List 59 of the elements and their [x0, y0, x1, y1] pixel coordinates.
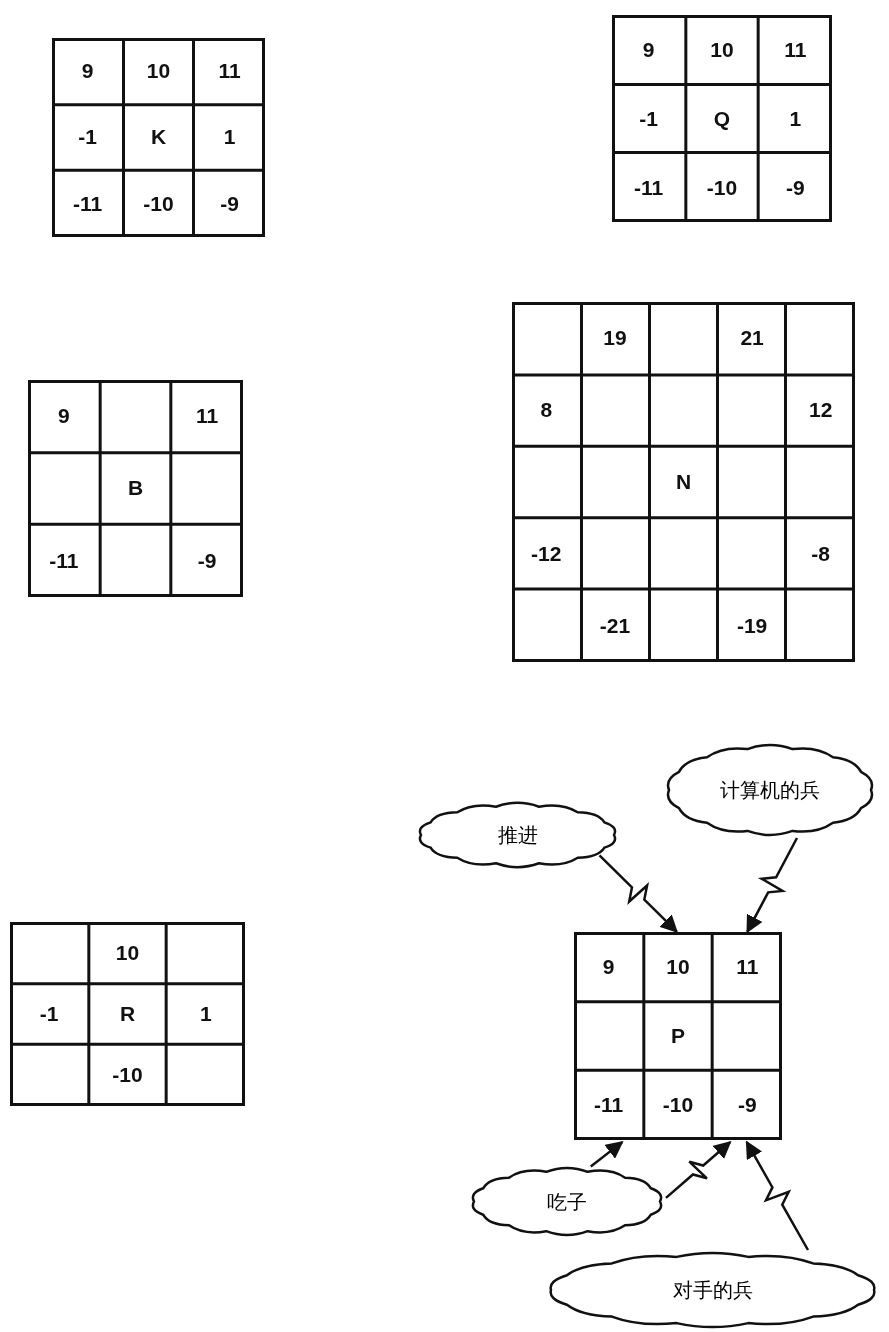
grid-entry: 9 [56, 42, 119, 101]
grid-entry: 1 [198, 108, 261, 167]
grid-entry: -10 [689, 157, 755, 218]
grid-entry: -11 [578, 1074, 640, 1136]
grid-entry: B [103, 456, 168, 521]
grid-entry: -11 [32, 528, 96, 593]
grid-entry: 10 [92, 926, 163, 980]
grid-entry: -1 [616, 88, 682, 149]
callout-text: 计算机的兵 [719, 776, 821, 804]
grid-entry: 9 [578, 936, 640, 998]
grid-entry: -19 [721, 594, 783, 658]
grid-entry: 11 [716, 936, 778, 998]
grid-entry: 8 [516, 378, 577, 442]
grid-entry: P [647, 1005, 709, 1067]
grid-entry: 11 [762, 19, 828, 80]
grid-table [52, 38, 265, 237]
grid-entry: -10 [127, 174, 190, 233]
grid-entry: 10 [689, 19, 755, 80]
grid-entry: K [127, 108, 190, 167]
grid-table [574, 932, 782, 1140]
arrow [745, 1140, 810, 1251]
grid-table [512, 302, 855, 662]
grid-entry: 21 [721, 306, 783, 370]
grid-entry: -9 [716, 1074, 778, 1136]
grid-entry: -1 [14, 987, 85, 1041]
grid-entry: -9 [175, 528, 239, 593]
grid-entry: 11 [198, 42, 261, 101]
callout-text: 吃子 [546, 1188, 588, 1215]
grid-entry: 11 [175, 384, 239, 449]
callout-text: 对手的兵 [671, 1276, 754, 1304]
grid-entry: -10 [92, 1048, 163, 1102]
grid-entry: Q [689, 88, 755, 149]
grid-entry: 12 [790, 378, 851, 442]
grid-entry: -11 [616, 157, 682, 218]
grid-entry: R [92, 987, 163, 1041]
grid-entry: -12 [516, 522, 577, 586]
grid-entry: -1 [56, 108, 119, 167]
grid-entry: 1 [762, 88, 828, 149]
arrow [746, 837, 799, 934]
grid-entry: -9 [762, 157, 828, 218]
grid-table [612, 15, 832, 222]
callout-text: 推进 [496, 821, 539, 849]
arrow [665, 1140, 732, 1199]
grid-entry: -9 [198, 174, 261, 233]
grid-entry: 1 [170, 987, 241, 1041]
grid-entry: -21 [584, 594, 646, 658]
grid-table [10, 922, 245, 1106]
grid-entry: 10 [647, 936, 709, 998]
grid-entry: -10 [647, 1074, 709, 1136]
grid-table [28, 380, 243, 597]
grid-entry: N [653, 450, 714, 514]
grid-entry: 10 [127, 42, 190, 101]
grid-entry: -8 [790, 522, 851, 586]
arrow [590, 1141, 624, 1168]
grid-entry: 19 [584, 306, 646, 370]
grid-entry: -11 [56, 174, 119, 233]
grid-entry: 9 [616, 19, 682, 80]
arrow [598, 854, 678, 933]
grid-entry: 9 [32, 384, 96, 449]
